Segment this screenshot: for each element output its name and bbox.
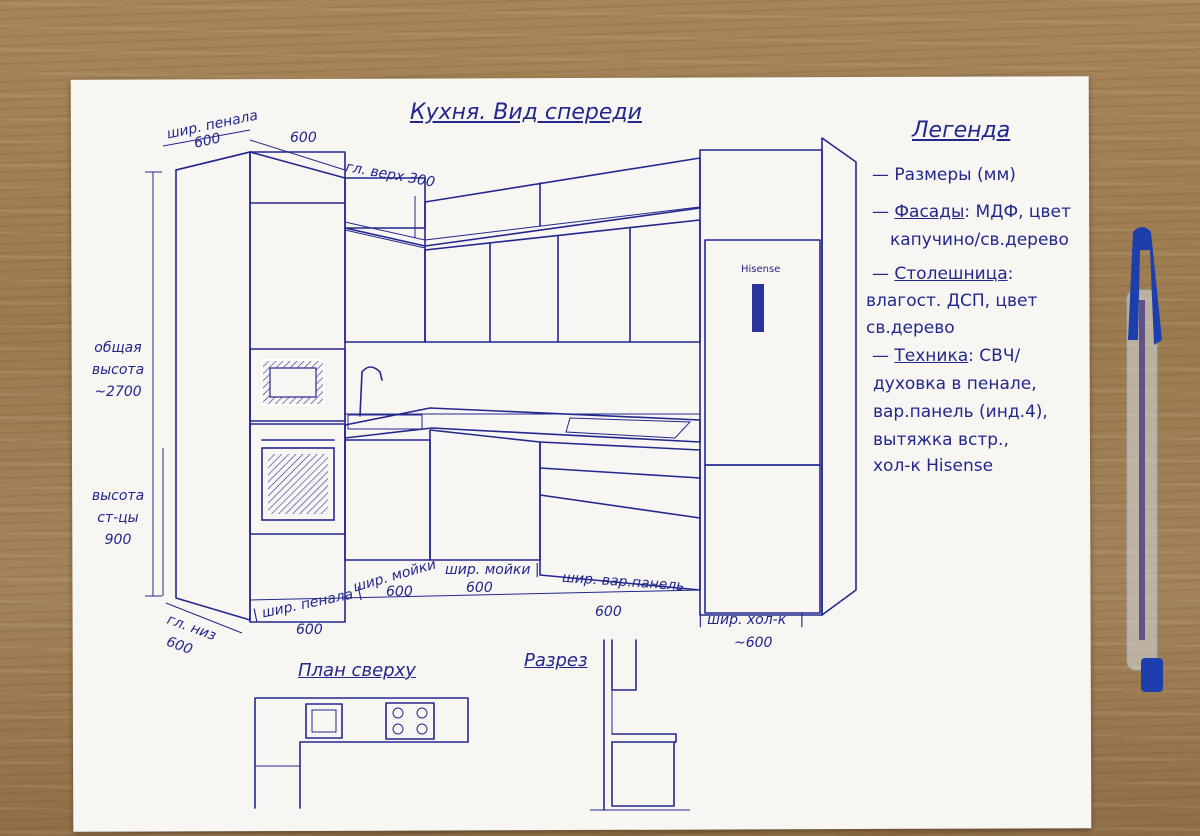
legend-sizes: — Размеры (мм): [872, 165, 1016, 185]
legend-tech-text: : СВЧ/: [968, 346, 1021, 366]
dim-sink-width-text: шир. мойки: [445, 562, 531, 578]
legend-counter-text3: св.дерево: [866, 318, 955, 338]
dim-upper-width: 600: [290, 130, 317, 146]
fridge-column: [699, 137, 857, 616]
plan-view: [254, 697, 469, 809]
dimension-lines: [145, 129, 416, 634]
legend-facades-label: Фасады: [894, 202, 965, 222]
dim-pencil-width-value: 600: [296, 622, 323, 638]
sink: [347, 414, 423, 430]
dim-sink-width-left-value: 600: [386, 584, 413, 600]
dim-sink-width: шир. мойки |: [445, 562, 540, 578]
faucet: [359, 366, 383, 417]
legend-tech-text3: вар.панель (инд.4),: [873, 402, 1048, 422]
dim-fridge-width-value: ~600: [734, 635, 773, 651]
section-view-title: Разрез: [524, 650, 588, 671]
built-in-microwave: [249, 348, 346, 422]
dim-total-height-2: высота: [91, 362, 145, 378]
plan-view-title: План сверху: [298, 660, 416, 681]
legend-counter: — Столешница:: [872, 264, 1014, 284]
legend-tech-label: Техника: [894, 346, 969, 366]
legend-counter-text2: влагост. ДСП, цвет: [866, 291, 1038, 311]
legend-heading: Легенда: [912, 118, 1011, 143]
dim-counter-height-value: 900: [104, 532, 132, 548]
legend-tech-text5: хол-к Hisense: [873, 456, 994, 476]
drawing-title: Кухня. Вид спереди: [410, 100, 642, 125]
induction-hob: [565, 417, 692, 439]
legend-tech-text4: вытяжка встр.,: [873, 430, 1009, 450]
dim-fridge-width-text: шир. хол-к: [707, 612, 787, 628]
legend-tech: — Техника: СВЧ/: [872, 346, 1021, 366]
legend-facades-text2: капучино/св.дерево: [890, 230, 1069, 250]
fridge-brand-label: Hisense: [741, 264, 781, 275]
dim-counter-height-2: ст-цы: [97, 510, 139, 526]
legend-tech-text2: духовка в пенале,: [873, 374, 1037, 394]
dim-hob-width-value: 600: [595, 604, 622, 620]
dim-total-height-value: ~2700: [94, 384, 142, 400]
legend-counter-text: :: [1007, 264, 1014, 284]
dim-sink-width-value: 600: [466, 580, 493, 596]
dim-total-height: общая: [94, 340, 142, 356]
dim-counter-height: высота: [91, 488, 145, 504]
section-view: [590, 639, 690, 811]
legend-facades-text: : МДФ, цвет: [964, 202, 1071, 222]
built-in-oven: [249, 423, 346, 535]
legend-facades: — Фасады: МДФ, цвет: [872, 202, 1071, 222]
legend-counter-label: Столешница: [894, 264, 1008, 284]
dim-fridge-width: | шир. хол-к |: [698, 612, 805, 628]
